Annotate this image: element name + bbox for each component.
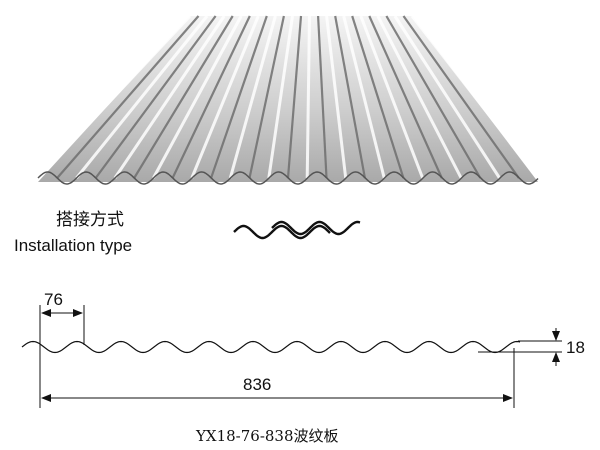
sheet-ridge-highlight bbox=[393, 15, 501, 179]
sheet-ridges bbox=[36, 14, 540, 180]
sheet-front-wave bbox=[37, 171, 539, 185]
sheet-ridge-shadow bbox=[385, 15, 482, 179]
install-label-cn: 搭接方式 bbox=[56, 210, 124, 230]
sheet-ridge-highlight bbox=[75, 15, 209, 179]
profile-wave bbox=[21, 340, 521, 354]
sheet-ridge-shadow bbox=[171, 15, 251, 179]
sheet-ridge-shadow bbox=[94, 15, 217, 179]
sheet-ridge-highlight bbox=[228, 15, 277, 179]
sheet-ridge-highlight bbox=[267, 15, 294, 179]
sheet-ridge-shadow bbox=[286, 15, 303, 179]
sheet-ridge-shadow bbox=[351, 15, 405, 179]
sheet-ridge-highlight bbox=[376, 15, 463, 179]
sheet-ridge-highlight bbox=[190, 15, 260, 179]
sheet-ridge-shadow bbox=[210, 15, 268, 179]
sheet-ridge-shadow bbox=[248, 15, 285, 179]
sheet-ridge-highlight bbox=[342, 15, 386, 179]
overlap-wave-icon bbox=[233, 220, 361, 240]
sheet-ridge-highlight bbox=[36, 14, 192, 180]
height-value: 18 bbox=[566, 338, 585, 357]
sheet-ridge-highlight bbox=[359, 15, 425, 179]
sheet-ridge-highlight bbox=[152, 15, 243, 179]
sheet-ridge-highlight bbox=[325, 15, 348, 179]
width-value: 836 bbox=[243, 375, 271, 394]
sheet-ridge-highlight bbox=[113, 15, 226, 179]
sheet-ridge-highlight bbox=[410, 15, 540, 179]
model-caption: YX18-76-838波纹板 bbox=[195, 427, 339, 445]
sheet-ridge-shadow bbox=[402, 15, 520, 179]
sheet-illustration bbox=[36, 14, 540, 185]
sheet-ridge-shadow bbox=[368, 15, 443, 179]
sheet-ridge-shadow bbox=[133, 15, 234, 179]
sheet-ridge-shadow bbox=[56, 15, 200, 179]
pitch-value: 76 bbox=[44, 290, 63, 309]
sheet-ridge-shadow bbox=[317, 15, 328, 179]
profile-section: 76 836 18 bbox=[21, 290, 585, 408]
sheet-ridge-shadow bbox=[334, 15, 366, 179]
sheet-ridge-highlight bbox=[305, 15, 311, 179]
install-label-en: Installation type bbox=[14, 236, 132, 255]
